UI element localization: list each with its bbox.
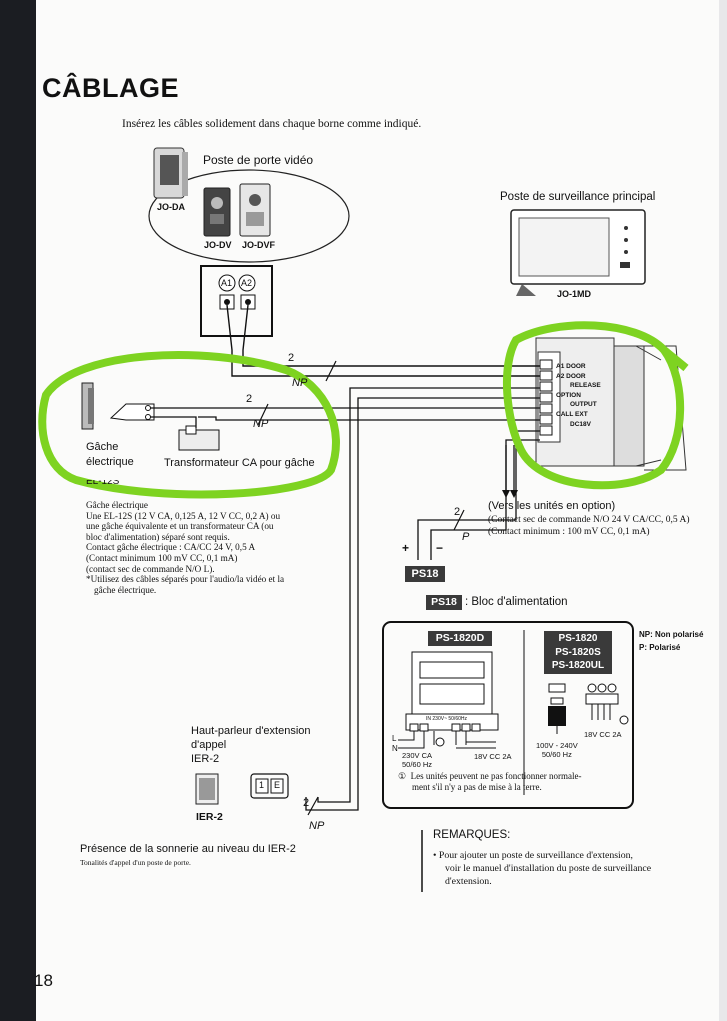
intro-text: Insérez les câbles solidement dans chaqu…: [122, 118, 422, 130]
door-station-label: Poste de porte vidéo: [203, 153, 314, 167]
chime-title: Présence de la sonnerie au niveau du IER…: [80, 843, 296, 855]
legend-np: NP: Non polarisé: [639, 630, 704, 639]
wire-count-strike: 2: [246, 393, 253, 405]
strike-notes: Gâche électrique Une EL-12S (12 V CA, 0,…: [86, 500, 285, 595]
ps-1820-plug: [548, 683, 566, 734]
door-terminal-box: [200, 265, 273, 337]
ps18-legend-tag: PS18: [426, 595, 462, 610]
ps-1820d-device: [405, 651, 499, 731]
wire-type-strike: NP: [253, 418, 269, 430]
wire-speaker: [305, 387, 540, 811]
strike-device: [81, 382, 94, 430]
dc-output-b: 18V CC 2A: [584, 730, 622, 739]
chime-sub: Tonalités d'appel d'un poste de porte.: [80, 858, 191, 867]
model-jo-da: JO-DA: [157, 202, 186, 212]
remarks-title: REMARQUES:: [433, 829, 511, 841]
ps-1820d-title: PS-1820D: [428, 631, 492, 646]
label-l: L: [392, 734, 397, 743]
master-monitor: [510, 209, 646, 296]
ier-2-speaker: [195, 773, 219, 805]
strike-model-partial: EL-12S: [86, 476, 120, 487]
wire-type-speaker: NP: [309, 820, 325, 832]
wire-count-speaker: 2: [303, 797, 310, 809]
ps18-legend-text: : Bloc d'alimentation: [465, 596, 568, 608]
page-edge: [719, 0, 727, 1021]
legend-p: P: Polarisé: [639, 643, 681, 652]
options-contact: (Contact sec de commande N/O 24 V CA/CC,…: [488, 515, 690, 537]
master-terminal-labels: A1 DOOR A2 DOOR RELEASE OPTION OUTPUT CA…: [556, 363, 601, 428]
speaker-label: Haut-parleur d'extension d'appel IER-2: [191, 725, 311, 765]
ac-input: 230V CA 50/60 Hz: [402, 751, 433, 769]
jo-dv-unit: [203, 187, 231, 237]
ground-note: ① Les unités peuvent ne pas fonctionner …: [398, 771, 582, 792]
label-n: N: [392, 744, 398, 753]
power-supply-box: [382, 621, 634, 809]
wiring-diagram: [38, 147, 689, 892]
ps18-plus: +: [402, 541, 410, 555]
ps18-tag: PS18: [405, 566, 445, 582]
page-title: CÂBLAGE: [42, 73, 179, 103]
remarks-body: • Pour ajouter un poste de surveillance …: [433, 850, 652, 887]
master-label: Poste de surveillance principal: [500, 191, 656, 203]
jo-dvf-unit: [239, 183, 271, 237]
strike-transformer: [109, 403, 220, 451]
ac-range: 100V - 240V 50/60 Hz: [536, 741, 578, 759]
terminal-a2: A2: [241, 278, 253, 288]
ps18-minus: −: [436, 541, 444, 555]
strike-label: Gâche électrique: [86, 441, 134, 468]
wire-type-door: NP: [292, 377, 308, 389]
ps-1820-title: PS-1820 PS-1820S PS-1820UL: [544, 631, 612, 674]
options-line1: (Vers les unités en option): [488, 500, 616, 512]
model-jo-dv: JO-DV: [204, 240, 232, 250]
wire-options: [505, 445, 515, 495]
wire-type-ps18: P: [462, 531, 470, 543]
transformer-label: Transformateur CA pour gâche: [164, 457, 315, 469]
wire-strike: [150, 407, 540, 428]
dc-output-a: 18V CC 2A: [474, 752, 512, 761]
highlight-master-circle: [503, 321, 689, 490]
highlight-strike-circle: [38, 351, 340, 499]
wire-count-ps18: 2: [454, 506, 461, 518]
page-number: 18: [34, 971, 53, 990]
speaker-model: IER-2: [196, 811, 223, 823]
model-jo-dvf: JO-DVF: [242, 240, 276, 250]
manual-page: CÂBLAGE Insérez les câbles solidement da…: [36, 0, 719, 1021]
wire-count-door: 2: [288, 352, 295, 364]
terminal-a1: A1: [221, 278, 233, 288]
ps-1820-output: [585, 683, 619, 705]
jo-da-unit: [153, 147, 188, 199]
speaker-terminal-e: E: [274, 780, 281, 790]
door-station-group-outline: [148, 169, 350, 263]
speaker-terminal-1: 1: [259, 780, 265, 790]
master-model: JO-1MD: [557, 289, 592, 299]
ps-device-label: IN 230V~ 50/60Hz: [426, 716, 467, 722]
